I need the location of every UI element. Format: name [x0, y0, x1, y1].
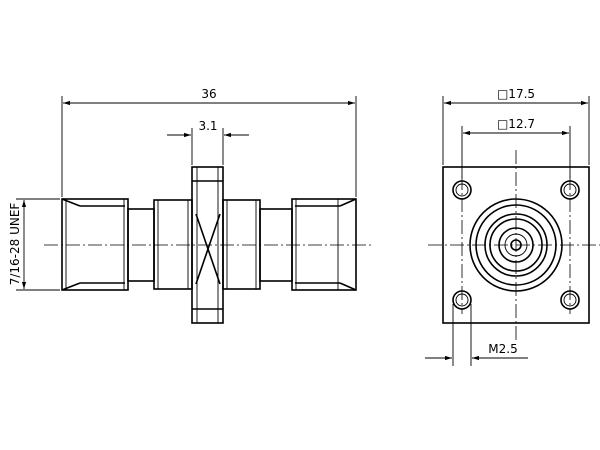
screw-size-dimension: M2.5 [425, 304, 528, 366]
right-sleeve [222, 199, 261, 290]
overall-length-dimension: 36 [61, 87, 357, 197]
side-view: 36 3.1 7/16-28 UNEF [8, 87, 372, 324]
right-thread-body [259, 198, 357, 291]
flange [191, 166, 224, 324]
screw-size-label: M2.5 [488, 342, 517, 356]
thread-dimension: 7/16-28 UNEF [8, 198, 60, 291]
flange-square-label: □17.5 [497, 87, 535, 101]
hole-spacing-label: □12.7 [497, 117, 535, 131]
left-sleeve [153, 199, 193, 290]
flange-square-dimension: □17.5 [442, 87, 590, 165]
overall-length-label: 36 [201, 87, 216, 101]
flange-thickness-label: 3.1 [198, 119, 217, 133]
thread-spec-label: 7/16-28 UNEF [8, 203, 22, 286]
left-thread-body [61, 198, 155, 291]
flange-thickness-dimension: 3.1 [167, 119, 249, 165]
hole-spacing-dimension: □12.7 [461, 117, 571, 178]
front-view: □17.5 □12.7 M2.5 [425, 87, 600, 366]
